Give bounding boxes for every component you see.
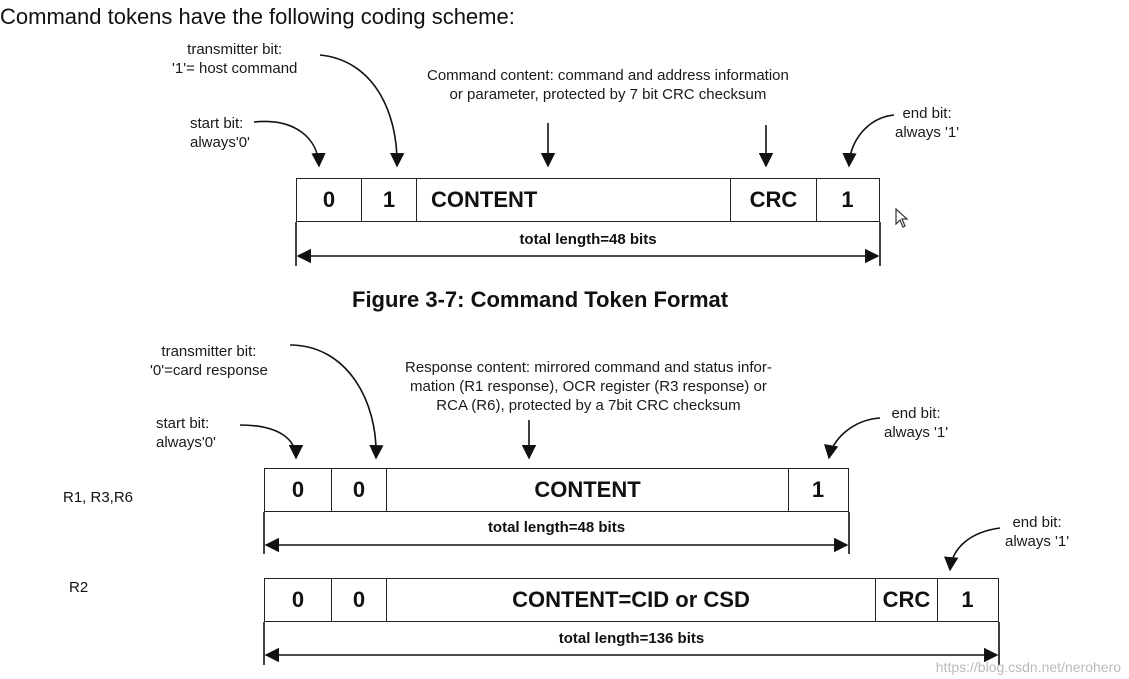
response-transmitter-bit-arrow [289,344,384,460]
r2-end-note-line2: always '1' [1005,533,1070,550]
r1-token-frame: 0 0 CONTENT 1 [264,468,849,512]
response-end-bit-arrow [824,417,881,460]
command-token-frame: 0 1 CONTENT CRC 1 [296,178,880,222]
r2-crc-cell: CRC [876,579,938,621]
start-bit-note-line1: start bit: [190,115,244,132]
transmitter-bit-note: transmitter bit: '1'= host command [172,40,297,78]
response-start-bit-arrow [239,424,304,460]
figure-caption: Figure 3-7: Command Token Format [352,287,729,312]
r2-transmitter-bit-cell: 0 [332,579,387,621]
command-length-label: total length=48 bits [519,231,657,248]
content-cell: CONTENT [417,179,731,221]
transmitter-bit-note-line1: transmitter bit: [187,41,283,58]
r1-transmitter-bit-cell: 0 [332,469,387,511]
response-content-note-line1: Response content: mirrored command and s… [405,359,772,376]
response-transmitter-bit-note: transmitter bit: '0'=card response [150,342,268,380]
response-transmitter-note-line2: '0'=card response [150,362,268,379]
response-start-bit-note: start bit: always'0' [156,414,216,452]
end-bit-note-line2: always '1' [895,124,960,141]
r2-row-label: R2 [69,579,89,596]
response-transmitter-note-line1: transmitter bit: [161,343,257,360]
r2-end-bit-arrow [944,527,1001,572]
r2-end-bit-note: end bit: always '1' [1005,513,1069,551]
command-content-note-line1: Command content: command and address inf… [427,67,789,84]
end-bit-note: end bit: always '1' [895,104,959,142]
page-heading: Command tokens have the following coding… [0,4,515,29]
command-content-note: Command content: command and address inf… [427,66,789,104]
response-content-note: Response content: mirrored command and s… [405,358,772,415]
response-start-note-line2: always'0' [156,434,216,451]
r2-end-bit-cell: 1 [961,587,974,612]
response-end-bit-note: end bit: always '1' [884,404,948,442]
r2-end-note-line1: end bit: [1012,514,1062,531]
r1-start-bit-cell: 0 [265,469,332,511]
end-bit-note-line1: end bit: [902,105,952,122]
transmitter-bit-cell: 1 [362,179,417,221]
r2-start-bit-cell: 0 [265,579,332,621]
command-content-note-line2: or parameter, protected by 7 bit CRC che… [449,86,767,103]
start-bit-cell: 0 [297,179,362,221]
end-bit-arrow [842,114,895,168]
r2-content-cell: CONTENT=CID or CSD [387,579,876,621]
start-bit-note-line2: always'0' [190,134,250,151]
start-bit-note: start bit: always'0' [190,114,250,152]
response-end-note-line1: end bit: [891,405,941,422]
r1-row-label: R1, R3,R6 [63,489,134,506]
r1-length-label: total length=48 bits [487,519,626,536]
response-content-note-line2: mation (R1 response), OCR register (R3 r… [410,378,767,395]
crc-cell: CRC [731,179,817,221]
watermark-url: https://blog.csdn.net/nerohero [935,659,1121,675]
end-bit-cell: 1 [841,187,854,212]
transmitter-bit-note-line2: '1'= host command [172,60,298,77]
r1-end-bit-cell: 1 [811,477,825,502]
transmitter-bit-arrow [319,54,405,168]
response-end-note-line2: always '1' [884,424,949,441]
response-start-note-line1: start bit: [156,415,210,432]
start-bit-arrow [253,120,326,168]
r2-length-label: total length=136 bits [558,630,705,647]
r1-content-cell: CONTENT [387,469,789,511]
r2-token-frame: 0 0 CONTENT=CID or CSD CRC 1 [264,578,999,622]
response-content-note-line3: RCA (R6), protected by a 7bit CRC checks… [436,397,741,414]
mouse-pointer-icon [895,208,909,228]
